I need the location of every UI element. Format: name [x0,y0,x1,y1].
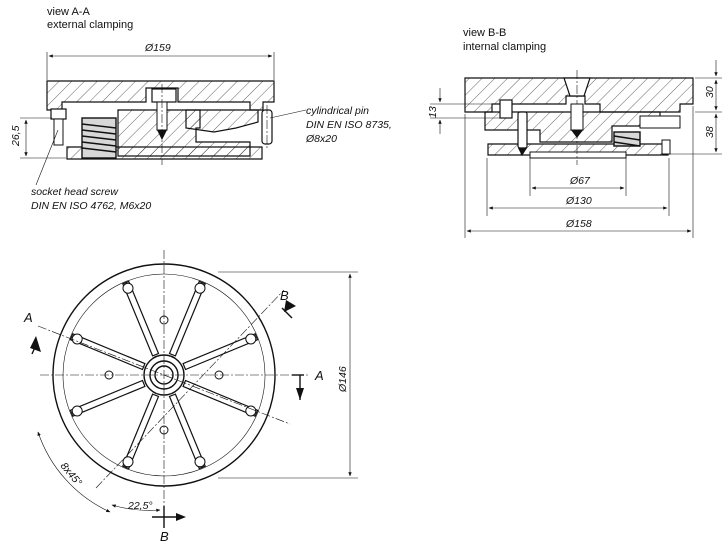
bolt-hole [122,456,134,468]
screw-callout-line1: socket head screw [31,186,119,198]
radial-slot [168,280,206,357]
radial-slot [122,280,160,357]
top-plate-section [46,80,275,111]
dim-13: 13 [427,106,439,118]
bolt-hole [245,405,257,417]
bolt-hole [194,456,206,468]
right-clamp-section [185,109,259,133]
dim-158: Ø158 [565,218,592,230]
dim-diameter-146: Ø146 [337,366,349,393]
dim-130: Ø130 [565,195,592,207]
radial-slot [122,393,160,470]
view-a-a: view A-A external clamping Ø159 [10,6,392,212]
view-a-a-title: view A-A [47,6,90,18]
dim-67: Ø67 [569,175,591,187]
dim-angle-22-5: 22,5° [127,500,153,512]
section-marker-a-right: A [314,368,324,383]
radial-slot [69,379,146,417]
view-a-a-subtitle: external clamping [47,19,133,31]
section-marker-b-top: B [280,288,289,303]
radial-slot [182,333,259,371]
radial-slot [168,393,206,470]
dim-38: 38 [704,126,716,138]
bolt-hole [194,282,206,294]
socket-head-screw-head [50,108,67,120]
pin-callout-line2: DIN EN ISO 8735, [306,119,392,131]
pin-callout-line3: Ø8x20 [305,133,337,145]
radial-slots [69,280,259,470]
view-b-b: view B-B internal clamping 30 38 [427,27,722,238]
dim-30: 30 [704,86,716,98]
section-marker-a-left: A [23,310,33,325]
radial-slot [69,333,146,371]
section-marker-b-bottom: B [160,529,169,544]
plan-view: A A B B Ø146 8x45° 22,5° [23,250,358,544]
bolt-hole [122,282,134,294]
dim-height-26-5: 26,5 [10,125,22,147]
view-b-b-title: view B-B [463,27,506,39]
view-b-b-subtitle: internal clamping [463,41,546,53]
pin-callout-line1: cylindrical pin [306,105,369,117]
bolt-hole [245,333,257,345]
radial-slot [182,379,259,417]
socket-head-screw-shank [53,118,64,146]
dim-diameter-159: Ø159 [144,42,171,54]
bolt-hole [71,405,83,417]
screw-callout-line2: DIN EN ISO 4762, M6x20 [31,200,151,212]
